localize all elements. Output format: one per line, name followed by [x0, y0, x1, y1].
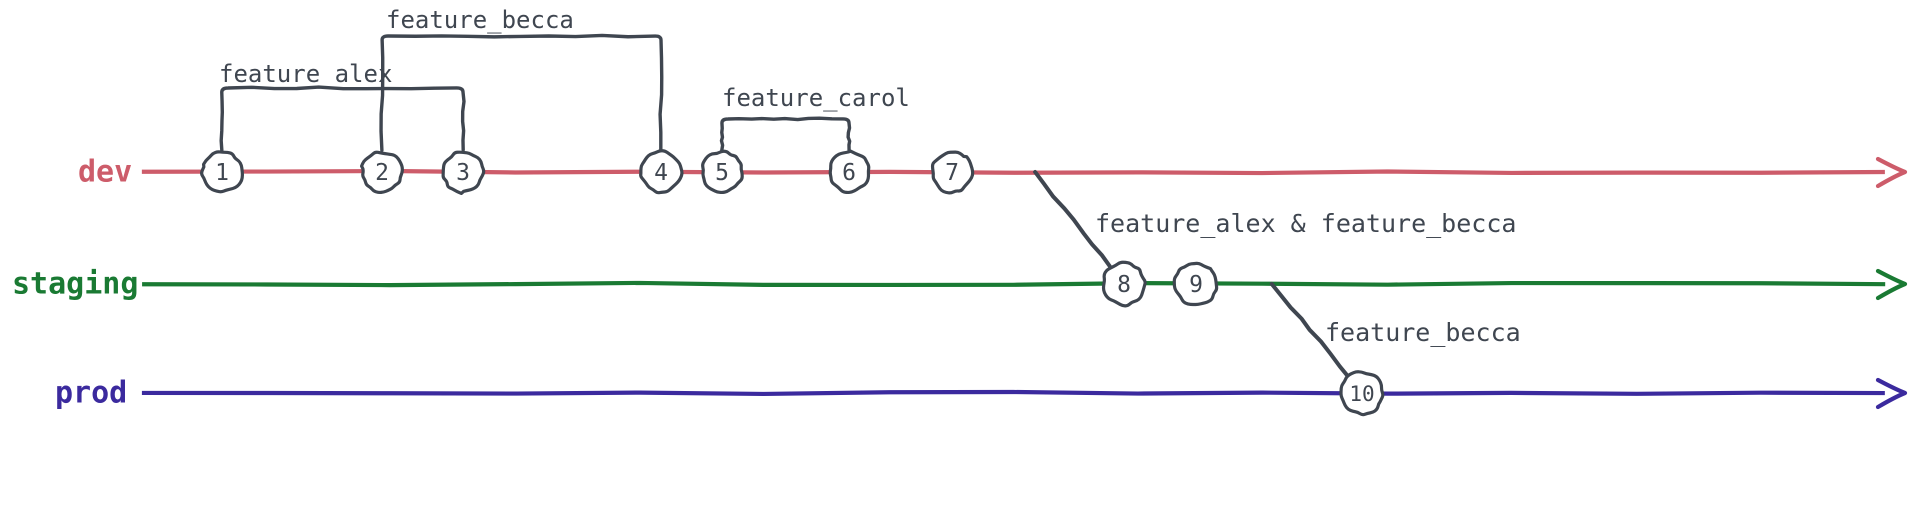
commit-circle-1[interactable] — [200, 150, 245, 194]
commit-circle-4[interactable] — [639, 149, 684, 195]
commit-node-9[interactable]: 9 — [1172, 261, 1219, 307]
feature-bracket-feature_becca — [379, 33, 664, 152]
commit-node-3[interactable]: 3 — [441, 150, 486, 196]
commit-circle-5[interactable] — [701, 149, 744, 195]
branch-line-dev — [141, 168, 1885, 176]
feature-branch-label-feature_alex: feature_alex — [219, 60, 392, 88]
feature-branch-feature_becca: feature_becca — [379, 6, 664, 152]
feature-branch-feature_carol: feature_carol — [719, 84, 910, 152]
branch-arrowhead-staging — [1875, 268, 1908, 301]
commit-node-1[interactable]: 1 — [200, 150, 245, 194]
commit-node-5[interactable]: 5 — [701, 149, 744, 195]
merge_staging_to_prod: feature_becca — [1269, 282, 1521, 380]
commit-nodes-group: 1 2 3 4 5 6 7 8 9 10 — [200, 149, 1385, 417]
commit-node-4[interactable]: 4 — [639, 149, 684, 195]
feature-brackets-group: feature_alex feature_becca feature_carol — [219, 6, 910, 152]
commit-circle-8[interactable] — [1101, 260, 1147, 308]
commit-node-6[interactable]: 6 — [828, 149, 871, 195]
commit-circle-6[interactable] — [828, 149, 871, 195]
merge_staging_to_prod-line — [1269, 282, 1352, 380]
feature-bracket-feature_alex — [219, 85, 466, 152]
commit-number-9: 9 — [1189, 272, 1203, 298]
commit-number-5: 5 — [715, 160, 729, 186]
commit-circle-10[interactable] — [1339, 370, 1385, 417]
commit-node-10[interactable]: 10 — [1339, 370, 1385, 417]
commit-number-3: 3 — [456, 160, 470, 186]
branch-lines-group: dev staging prod — [12, 155, 1908, 411]
commit-number-8: 8 — [1117, 272, 1131, 298]
branch-dev: dev — [78, 155, 1908, 190]
commit-number-2: 2 — [375, 160, 389, 186]
merge-lines-group: feature_alex & feature_becca feature_becc… — [1033, 169, 1521, 380]
commit-number-6: 6 — [842, 160, 856, 186]
feature-branch-feature_alex: feature_alex — [219, 60, 466, 152]
branch-label-staging: staging — [12, 267, 138, 302]
merge_dev_to_staging: feature_alex & feature_becca — [1033, 169, 1516, 271]
commit-node-7[interactable]: 7 — [930, 150, 975, 195]
commit-circle-7[interactable] — [930, 150, 975, 195]
merge_dev_to_staging-label: feature_alex & feature_becca — [1095, 209, 1516, 238]
commit-number-7: 7 — [945, 160, 959, 186]
commit-number-10: 10 — [1349, 382, 1374, 406]
branch-line-prod — [141, 389, 1885, 397]
commit-circle-9[interactable] — [1172, 261, 1219, 307]
branch-staging: staging — [12, 267, 1908, 302]
commit-circle-2[interactable] — [359, 150, 404, 195]
branch-label-prod: prod — [55, 376, 127, 411]
commit-node-8[interactable]: 8 — [1101, 260, 1147, 308]
merge_dev_to_staging-line — [1033, 169, 1114, 271]
commit-node-2[interactable]: 2 — [359, 150, 404, 195]
feature-branch-label-feature_becca: feature_becca — [386, 6, 574, 34]
branch-arrowhead-prod — [1875, 377, 1908, 410]
commit-number-1: 1 — [215, 160, 229, 186]
feature-bracket-feature_carol — [719, 116, 852, 152]
feature-branch-label-feature_carol: feature_carol — [722, 84, 910, 112]
branch-prod: prod — [55, 376, 1908, 411]
branch-label-dev: dev — [78, 155, 132, 190]
branch-line-staging — [142, 280, 1886, 288]
branch-arrowhead-dev — [1875, 156, 1908, 189]
commit-circle-3[interactable] — [441, 150, 486, 196]
commit-number-4: 4 — [654, 160, 668, 186]
merge_staging_to_prod-label: feature_becca — [1325, 318, 1521, 347]
